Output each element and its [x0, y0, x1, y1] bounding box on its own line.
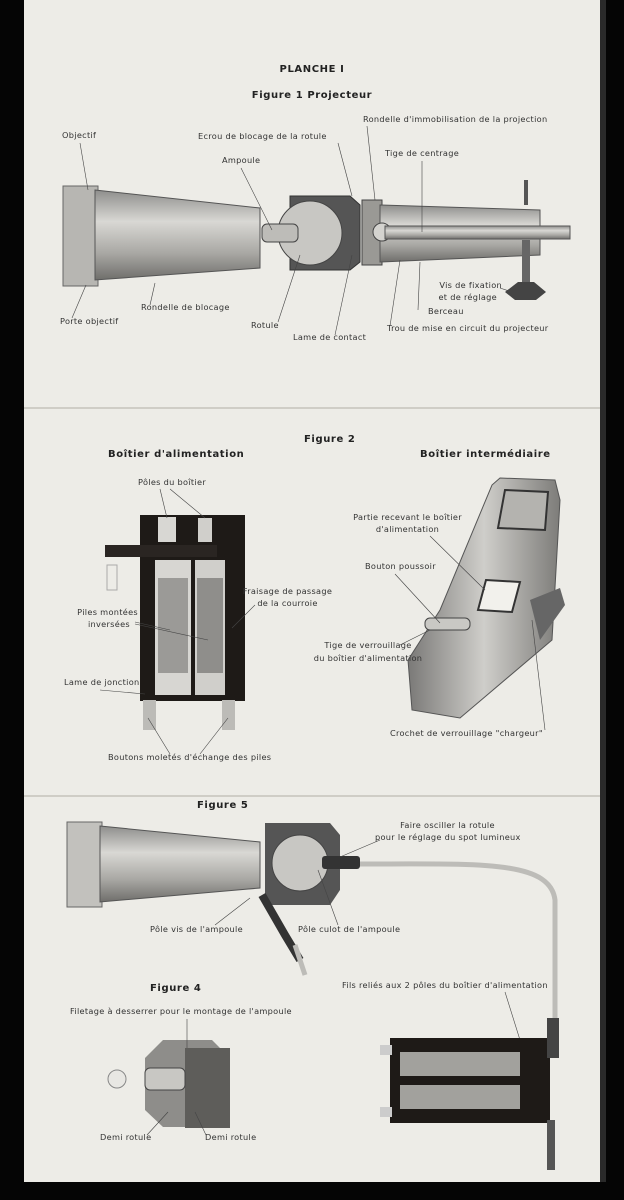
- label-partie-1: Partie recevant le boîtier: [353, 512, 462, 522]
- label-ecrou: Ecrou de blocage de la rotule: [198, 131, 327, 141]
- label-piles-2: inversées: [87, 619, 130, 629]
- wired-battery-box-illustration: [380, 1018, 559, 1170]
- page-edge: [600, 0, 606, 1182]
- label-boutons-moletes: Boutons moletés d'échange des piles: [108, 752, 272, 762]
- label-fils: Fils reliés aux 2 pôles du boîtier d'ali…: [342, 980, 548, 990]
- projector-illustration: [62, 180, 571, 300]
- label-vis-fixation: Vis de fixation: [439, 280, 502, 290]
- label-rotule: Rotule: [251, 320, 279, 330]
- label-vis-reglage: et de réglage: [438, 292, 497, 302]
- label-crochet: Crochet de verrouillage "chargeur": [390, 728, 543, 738]
- label-faire-osciller-2: pour le réglage du spot lumineux: [375, 832, 521, 842]
- intermediate-box-illustration: [407, 477, 565, 719]
- fig4-leader-lines: [146, 1019, 207, 1136]
- projector-wired-illustration: [66, 821, 558, 1020]
- label-lame-jonction: Lame de jonction: [64, 677, 140, 687]
- label-filetage: Filetage à desserrer pour le montage de …: [70, 1006, 292, 1016]
- half-ball-joint-illustration: [107, 1040, 230, 1128]
- fig1-leader-lines: [71, 125, 513, 336]
- label-tige-centrage: Tige de centrage: [385, 148, 460, 158]
- label-demi-rotule-2: Demi rotule: [205, 1132, 257, 1142]
- label-partie-2: d'alimentation: [375, 524, 440, 534]
- label-pole-culot: Pôle culot de l'ampoule: [298, 924, 401, 934]
- figure-2-title: Figure 2: [304, 434, 356, 445]
- intermediate-box-title: Boîtier intermédiaire: [420, 449, 551, 460]
- label-bouton-poussoir: Bouton poussoir: [365, 561, 436, 571]
- label-berceau: Berceau: [428, 306, 464, 316]
- fig2-left-leader-lines: [99, 488, 256, 755]
- page-fold: [24, 407, 604, 409]
- figure-5-title: Figure 5: [197, 800, 249, 811]
- battery-box-illustration: [105, 515, 245, 730]
- fig2-right-leader-lines: [394, 535, 546, 731]
- label-tige-verrouillage-1: Tige de verrouillage: [324, 640, 412, 650]
- label-demi-rotule-1: Demi rotule: [100, 1132, 152, 1142]
- label-piles-1: Piles montées: [77, 607, 138, 617]
- label-ampoule: Ampoule: [222, 155, 261, 165]
- label-tige-verrouillage-2: du boîtier d'alimentation: [313, 653, 423, 663]
- label-rondelle-blocage: Rondelle de blocage: [141, 302, 230, 312]
- label-porte-objectif: Porte objectif: [60, 316, 119, 326]
- label-faire-osciller-1: Faire osciller la rotule: [400, 820, 495, 830]
- label-rondelle-immobilisation: Rondelle d'immobilisation de la projecti…: [363, 114, 548, 124]
- page-fold: [24, 795, 604, 797]
- label-fraisage-1: Fraisage de passage: [242, 586, 333, 596]
- label-objectif: Objectif: [62, 130, 97, 140]
- label-fraisage-2: de la courroie: [257, 598, 318, 608]
- figure-1-title: Figure 1 Projecteur: [251, 90, 373, 101]
- label-trou: Trou de mise en circuit du projecteur: [387, 323, 549, 333]
- fig5-leader-lines: [214, 839, 521, 1041]
- plate-title: PLANCHE I: [279, 64, 345, 75]
- label-pole-vis: Pôle vis de l'ampoule: [150, 924, 243, 934]
- figure-4-title: Figure 4: [150, 983, 202, 994]
- battery-box-title: Boîtier d'alimentation: [108, 449, 245, 460]
- label-lame-contact: Lame de contact: [293, 332, 367, 342]
- label-poles: Pôles du boîtier: [138, 477, 206, 487]
